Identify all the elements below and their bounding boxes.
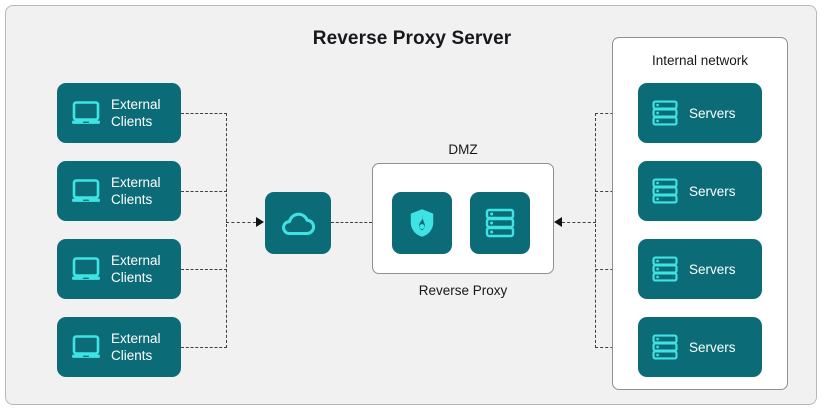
- connector-client-3: [181, 269, 227, 270]
- node-label: External Clients: [111, 253, 161, 285]
- connector-client-1: [181, 113, 227, 114]
- internal-network-caption: Internal network: [651, 53, 749, 68]
- node-external-clients-1[interactable]: External Clients: [57, 83, 181, 143]
- node-label: Servers: [689, 339, 736, 355]
- node-external-clients-4[interactable]: External Clients: [57, 317, 181, 377]
- node-label: External Clients: [111, 175, 161, 207]
- laptop-icon: [69, 330, 103, 364]
- node-dmz-server[interactable]: [470, 192, 530, 254]
- firewall-shield-icon: [405, 206, 439, 240]
- arrow-clients-to-internet: [256, 217, 264, 227]
- node-servers-2[interactable]: Servers: [638, 161, 762, 221]
- server-icon: [650, 254, 680, 284]
- cloud-icon: [278, 203, 318, 243]
- node-label: External Clients: [111, 331, 161, 363]
- connector-internet-to-dmz: [331, 222, 372, 223]
- connector-client-2: [181, 191, 227, 192]
- node-servers-3[interactable]: Servers: [638, 239, 762, 299]
- arrow-internal-to-dmz: [554, 217, 562, 227]
- node-external-clients-2[interactable]: External Clients: [57, 161, 181, 221]
- laptop-icon: [69, 174, 103, 208]
- connector-client-4: [181, 347, 227, 348]
- server-icon: [650, 176, 680, 206]
- node-internet-cloud[interactable]: [265, 192, 331, 254]
- node-external-clients-3[interactable]: External Clients: [57, 239, 181, 299]
- node-label: Servers: [689, 261, 736, 277]
- reverse-proxy-caption: Reverse Proxy: [418, 283, 508, 298]
- node-firewall[interactable]: [392, 192, 452, 254]
- connector-server-bus: [595, 113, 596, 348]
- node-label: Servers: [689, 105, 736, 121]
- connector-clients-to-internet: [226, 222, 256, 223]
- node-servers-4[interactable]: Servers: [638, 317, 762, 377]
- node-servers-1[interactable]: Servers: [638, 83, 762, 143]
- page-title: Reverse Proxy Server: [312, 28, 512, 49]
- node-label: Servers: [689, 183, 736, 199]
- server-icon: [650, 98, 680, 128]
- dmz-caption: DMZ: [448, 142, 478, 157]
- server-icon: [483, 206, 517, 240]
- node-label: External Clients: [111, 97, 161, 129]
- connector-client-bus: [226, 113, 227, 348]
- laptop-icon: [69, 96, 103, 130]
- laptop-icon: [69, 252, 103, 286]
- server-icon: [650, 332, 680, 362]
- connector-internal-to-dmz: [562, 222, 596, 223]
